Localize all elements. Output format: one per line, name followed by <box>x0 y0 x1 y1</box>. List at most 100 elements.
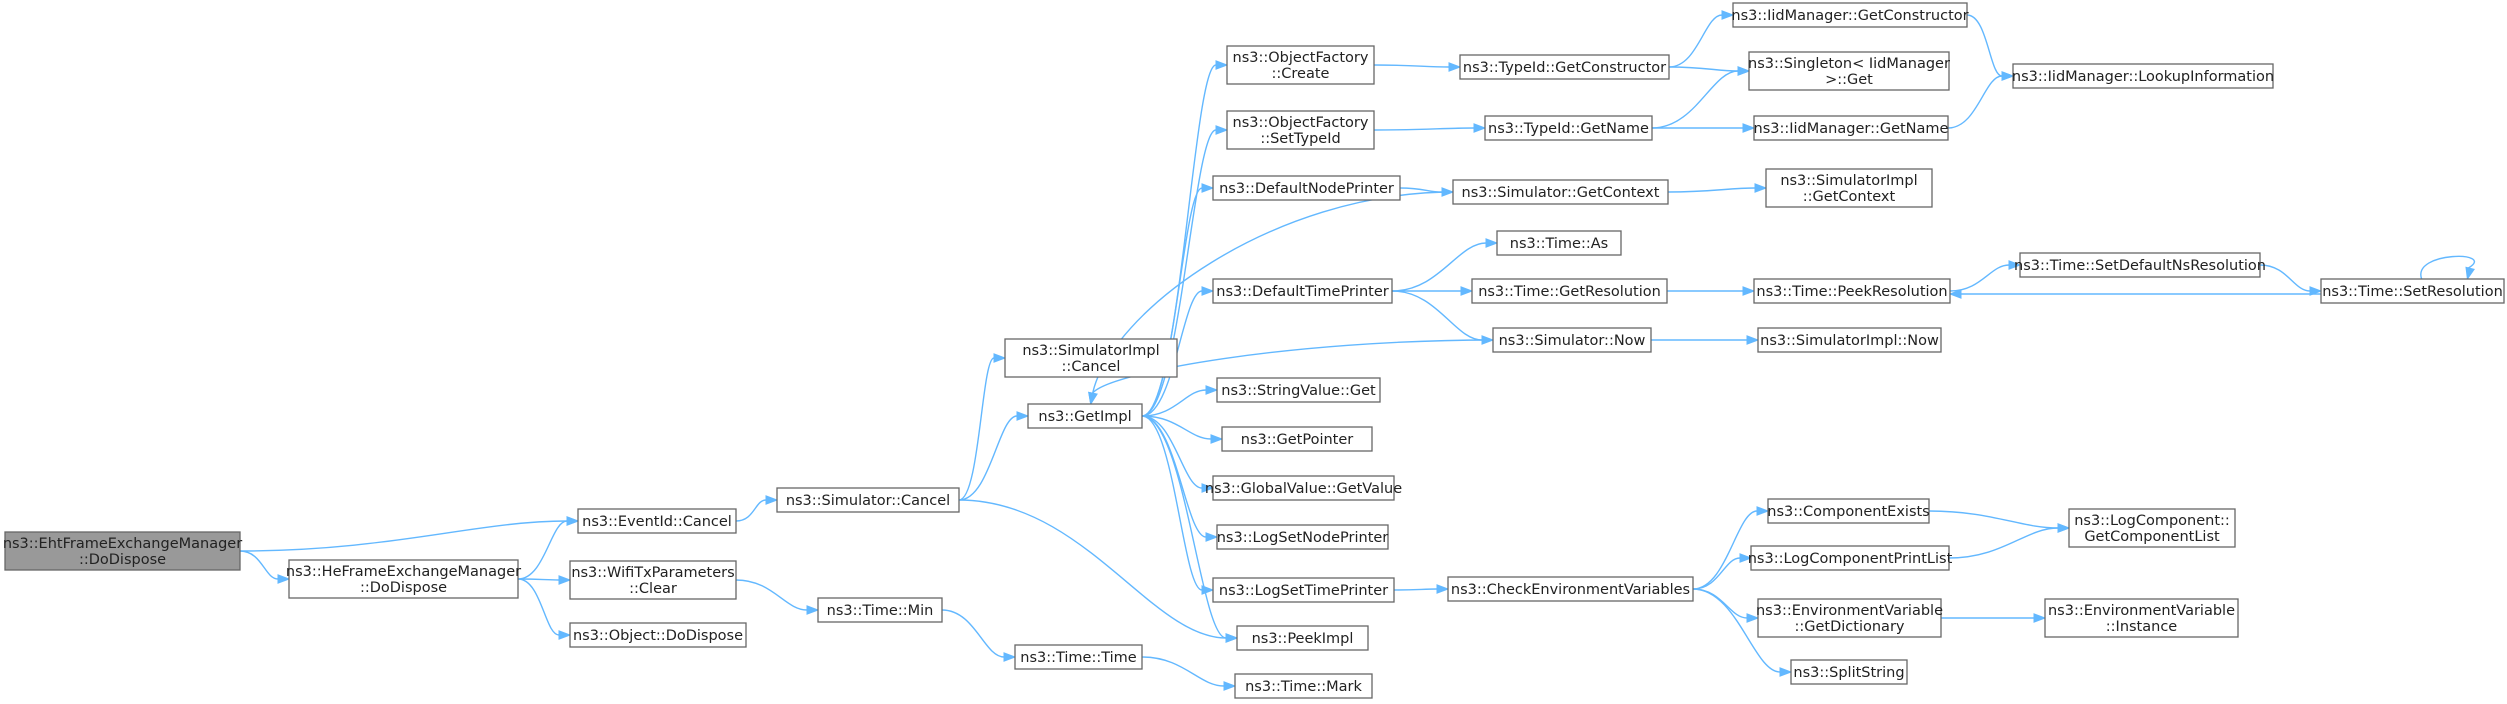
node-box[interactable] <box>1757 598 1942 638</box>
node-box[interactable] <box>1790 659 1908 685</box>
node-box[interactable] <box>1212 577 1395 603</box>
call-edge-simcancel-getimpl <box>958 411 1030 501</box>
node-box[interactable] <box>1753 278 1951 304</box>
node-box[interactable] <box>1027 403 1143 429</box>
node-simimplcancel[interactable]: ns3::SimulatorImpl::Cancel <box>1004 338 1178 378</box>
node-label: ns3::TypeId::GetName <box>1488 121 1649 137</box>
node-box[interactable] <box>1004 338 1178 378</box>
node-simgetctx[interactable]: ns3::Simulator::GetContext <box>1452 179 1669 205</box>
node-box[interactable] <box>1492 327 1652 353</box>
node-setdefres[interactable]: ns3::Time::SetDefaultNsResolution <box>2014 252 2266 278</box>
node-deftime[interactable]: ns3::DefaultTimePrinter <box>1212 278 1393 304</box>
node-simimplnow[interactable]: ns3::SimulatorImpl::Now <box>1757 327 1942 353</box>
node-label: ns3::Time::GetResolution <box>1478 284 1661 300</box>
node-box[interactable] <box>1753 115 1949 141</box>
node-tgetctor[interactable]: ns3::TypeId::GetConstructor <box>1459 54 1670 80</box>
node-envinst[interactable]: ns3::EnvironmentVariable::Instance <box>2044 598 2239 638</box>
node-iidgetname[interactable]: ns3::IidManager::GetName <box>1753 115 1949 141</box>
node-label: ::Clear <box>629 581 677 597</box>
node-simimplctx[interactable]: ns3::SimulatorImpl::GetContext <box>1765 168 1933 208</box>
node-iidlookup[interactable]: ns3::IidManager::LookupInformation <box>2012 63 2274 89</box>
node-iidgetctor[interactable]: ns3::IidManager::GetConstructor <box>1731 2 1969 28</box>
node-envdict[interactable]: ns3::EnvironmentVariable::GetDictionary <box>1756 598 1943 638</box>
node-checkenv[interactable]: ns3::CheckEnvironmentVariables <box>1447 576 1694 602</box>
node-box[interactable] <box>1471 278 1668 304</box>
node-singleton[interactable]: ns3::Singleton< IidManager>::Get <box>1748 51 1950 91</box>
node-tgetname[interactable]: ns3::TypeId::GetName <box>1484 115 1653 141</box>
node-box[interactable] <box>1216 524 1389 550</box>
node-label: ns3::Singleton< IidManager <box>1748 56 1950 72</box>
node-he[interactable]: ns3::HeFrameExchangeManager::DoDispose <box>286 559 521 599</box>
node-box[interactable] <box>1496 230 1622 256</box>
node-splitstr[interactable]: ns3::SplitString <box>1790 659 1908 685</box>
node-getimpl[interactable]: ns3::GetImpl <box>1027 403 1143 429</box>
node-box[interactable] <box>1221 426 1373 452</box>
node-box[interactable] <box>817 597 943 623</box>
node-label: ns3::Simulator::GetContext <box>1462 185 1660 201</box>
node-box[interactable] <box>2019 252 2261 278</box>
node-box[interactable] <box>4 531 241 571</box>
node-timegetres[interactable]: ns3::Time::GetResolution <box>1471 278 1668 304</box>
node-box[interactable] <box>1226 45 1375 85</box>
node-label: ns3::SimulatorImpl::Now <box>1760 333 1939 349</box>
node-compexists[interactable]: ns3::ComponentExists <box>1767 498 1930 524</box>
node-timeas[interactable]: ns3::Time::As <box>1496 230 1622 256</box>
node-box[interactable] <box>1459 54 1670 80</box>
node-box[interactable] <box>569 622 747 648</box>
node-evcancel[interactable]: ns3::EventId::Cancel <box>577 508 737 534</box>
call-edge-he-evcancel <box>517 516 580 580</box>
node-box[interactable] <box>1212 278 1393 304</box>
node-timemark[interactable]: ns3::Time::Mark <box>1234 673 1373 699</box>
node-box[interactable] <box>1757 327 1942 353</box>
node-ofcreate[interactable]: ns3::ObjectFactory::Create <box>1226 45 1375 85</box>
node-timemin[interactable]: ns3::Time::Min <box>817 597 943 623</box>
node-wifitx[interactable]: ns3::WifiTxParameters::Clear <box>569 560 737 600</box>
call-edge-setres-peekres <box>1948 289 2321 299</box>
node-box[interactable] <box>569 560 737 600</box>
node-box[interactable] <box>1748 51 1950 91</box>
node-box[interactable] <box>1447 576 1694 602</box>
node-box[interactable] <box>2012 63 2274 89</box>
node-logcomplist[interactable]: ns3::LogComponentPrintList <box>1748 545 1953 571</box>
node-box[interactable] <box>1484 115 1653 141</box>
node-box[interactable] <box>1732 2 1968 28</box>
node-box[interactable] <box>1750 545 1950 571</box>
node-logtime[interactable]: ns3::LogSetTimePrinter <box>1212 577 1395 603</box>
node-box[interactable] <box>1212 475 1395 501</box>
call-edge-eht-evcancel <box>239 516 580 552</box>
node-box[interactable] <box>1216 377 1381 403</box>
node-globget[interactable]: ns3::GlobalValue::GetValue <box>1205 475 1402 501</box>
node-simnow[interactable]: ns3::Simulator::Now <box>1492 327 1652 353</box>
node-label: ns3::LogSetTimePrinter <box>1219 583 1388 599</box>
node-label: ns3::Object::DoDispose <box>573 628 743 644</box>
node-box[interactable] <box>2320 278 2505 304</box>
node-timetime[interactable]: ns3::Time::Time <box>1014 644 1143 670</box>
node-box[interactable] <box>1234 673 1373 699</box>
call-edge-eht-he <box>239 550 291 584</box>
node-box[interactable] <box>1212 175 1401 201</box>
node-box[interactable] <box>1767 498 1930 524</box>
call-edge-getimpl-defnode <box>1141 183 1215 417</box>
node-box[interactable] <box>288 559 519 599</box>
node-box[interactable] <box>1236 625 1369 651</box>
node-box[interactable] <box>776 487 960 513</box>
node-setres[interactable]: ns3::Time::SetResolution <box>2320 278 2505 304</box>
node-lognode[interactable]: ns3::LogSetNodePrinter <box>1216 524 1389 550</box>
node-objdispose[interactable]: ns3::Object::DoDispose <box>569 622 747 648</box>
node-box[interactable] <box>1014 644 1143 670</box>
node-ofsettype[interactable]: ns3::ObjectFactory::SetTypeId <box>1226 110 1375 150</box>
node-simcancel[interactable]: ns3::Simulator::Cancel <box>776 487 960 513</box>
node-getptr[interactable]: ns3::GetPointer <box>1221 426 1373 452</box>
node-peekres[interactable]: ns3::Time::PeekResolution <box>1753 278 1951 304</box>
node-box[interactable] <box>2068 508 2236 548</box>
node-eht[interactable]: ns3::EhtFrameExchangeManager::DoDispose <box>3 531 242 571</box>
node-box[interactable] <box>577 508 737 534</box>
node-peekimpl[interactable]: ns3::PeekImpl <box>1236 625 1369 651</box>
node-logcompget[interactable]: ns3::LogComponent::GetComponentList <box>2068 508 2236 548</box>
node-box[interactable] <box>2044 598 2239 638</box>
node-box[interactable] <box>1226 110 1375 150</box>
node-defnode[interactable]: ns3::DefaultNodePrinter <box>1212 175 1401 201</box>
node-box[interactable] <box>1452 179 1669 205</box>
node-box[interactable] <box>1765 168 1933 208</box>
node-strget[interactable]: ns3::StringValue::Get <box>1216 377 1381 403</box>
